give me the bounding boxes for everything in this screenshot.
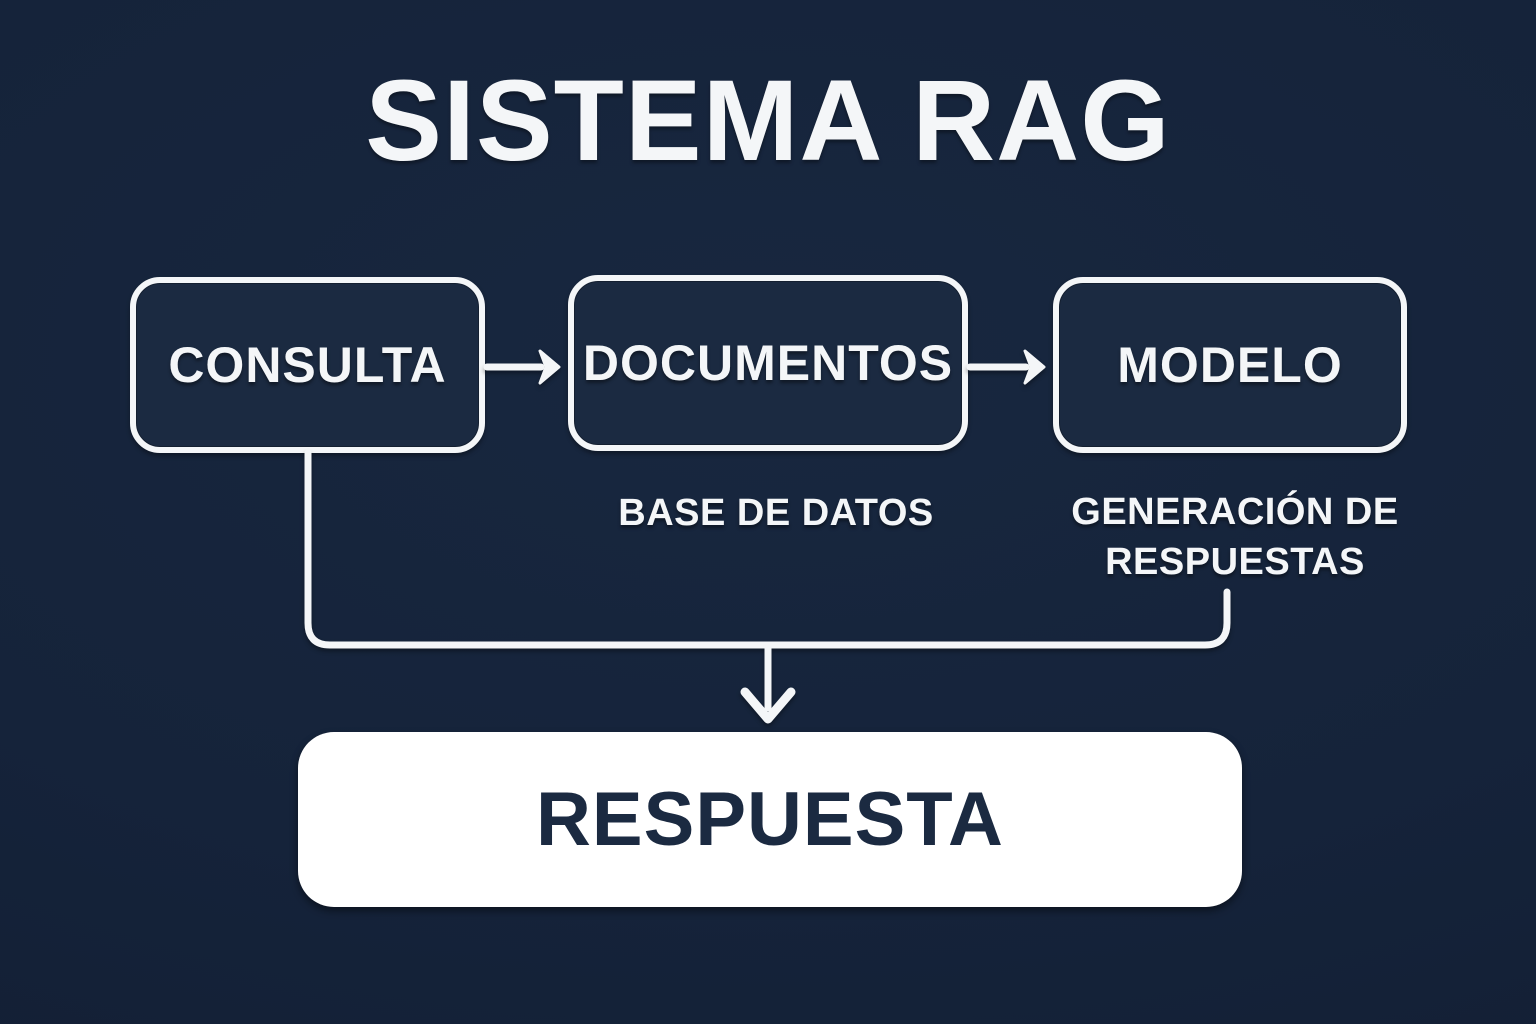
node-documentos: DOCUMENTOS [568, 275, 968, 451]
label-base-de-datos: BASE DE DATOS [618, 492, 934, 534]
edge-consulta-documentos-arrowhead-icon [538, 349, 561, 385]
edge-documentos-modelo [966, 349, 1046, 385]
node-modelo: MODELO [1053, 277, 1407, 453]
label-generacion-de-respuestas: GENERACIÓN DE RESPUESTAS [1071, 491, 1399, 583]
node-documentos-label: DOCUMENTOS [582, 335, 954, 391]
edge-documentos-modelo-arrowhead-icon [1023, 349, 1046, 385]
edge-respuesta-arrowhead-icon [740, 687, 796, 724]
edge-consulta-documentos [483, 349, 561, 385]
node-consulta-label: CONSULTA [168, 337, 447, 393]
node-respuesta: RESPUESTA [298, 732, 1242, 907]
node-respuesta-label: RESPUESTA [536, 777, 1004, 862]
diagram-title: SISTEMA RAG [365, 57, 1171, 185]
node-modelo-label: MODELO [1117, 337, 1343, 393]
node-consulta: CONSULTA [130, 277, 485, 453]
